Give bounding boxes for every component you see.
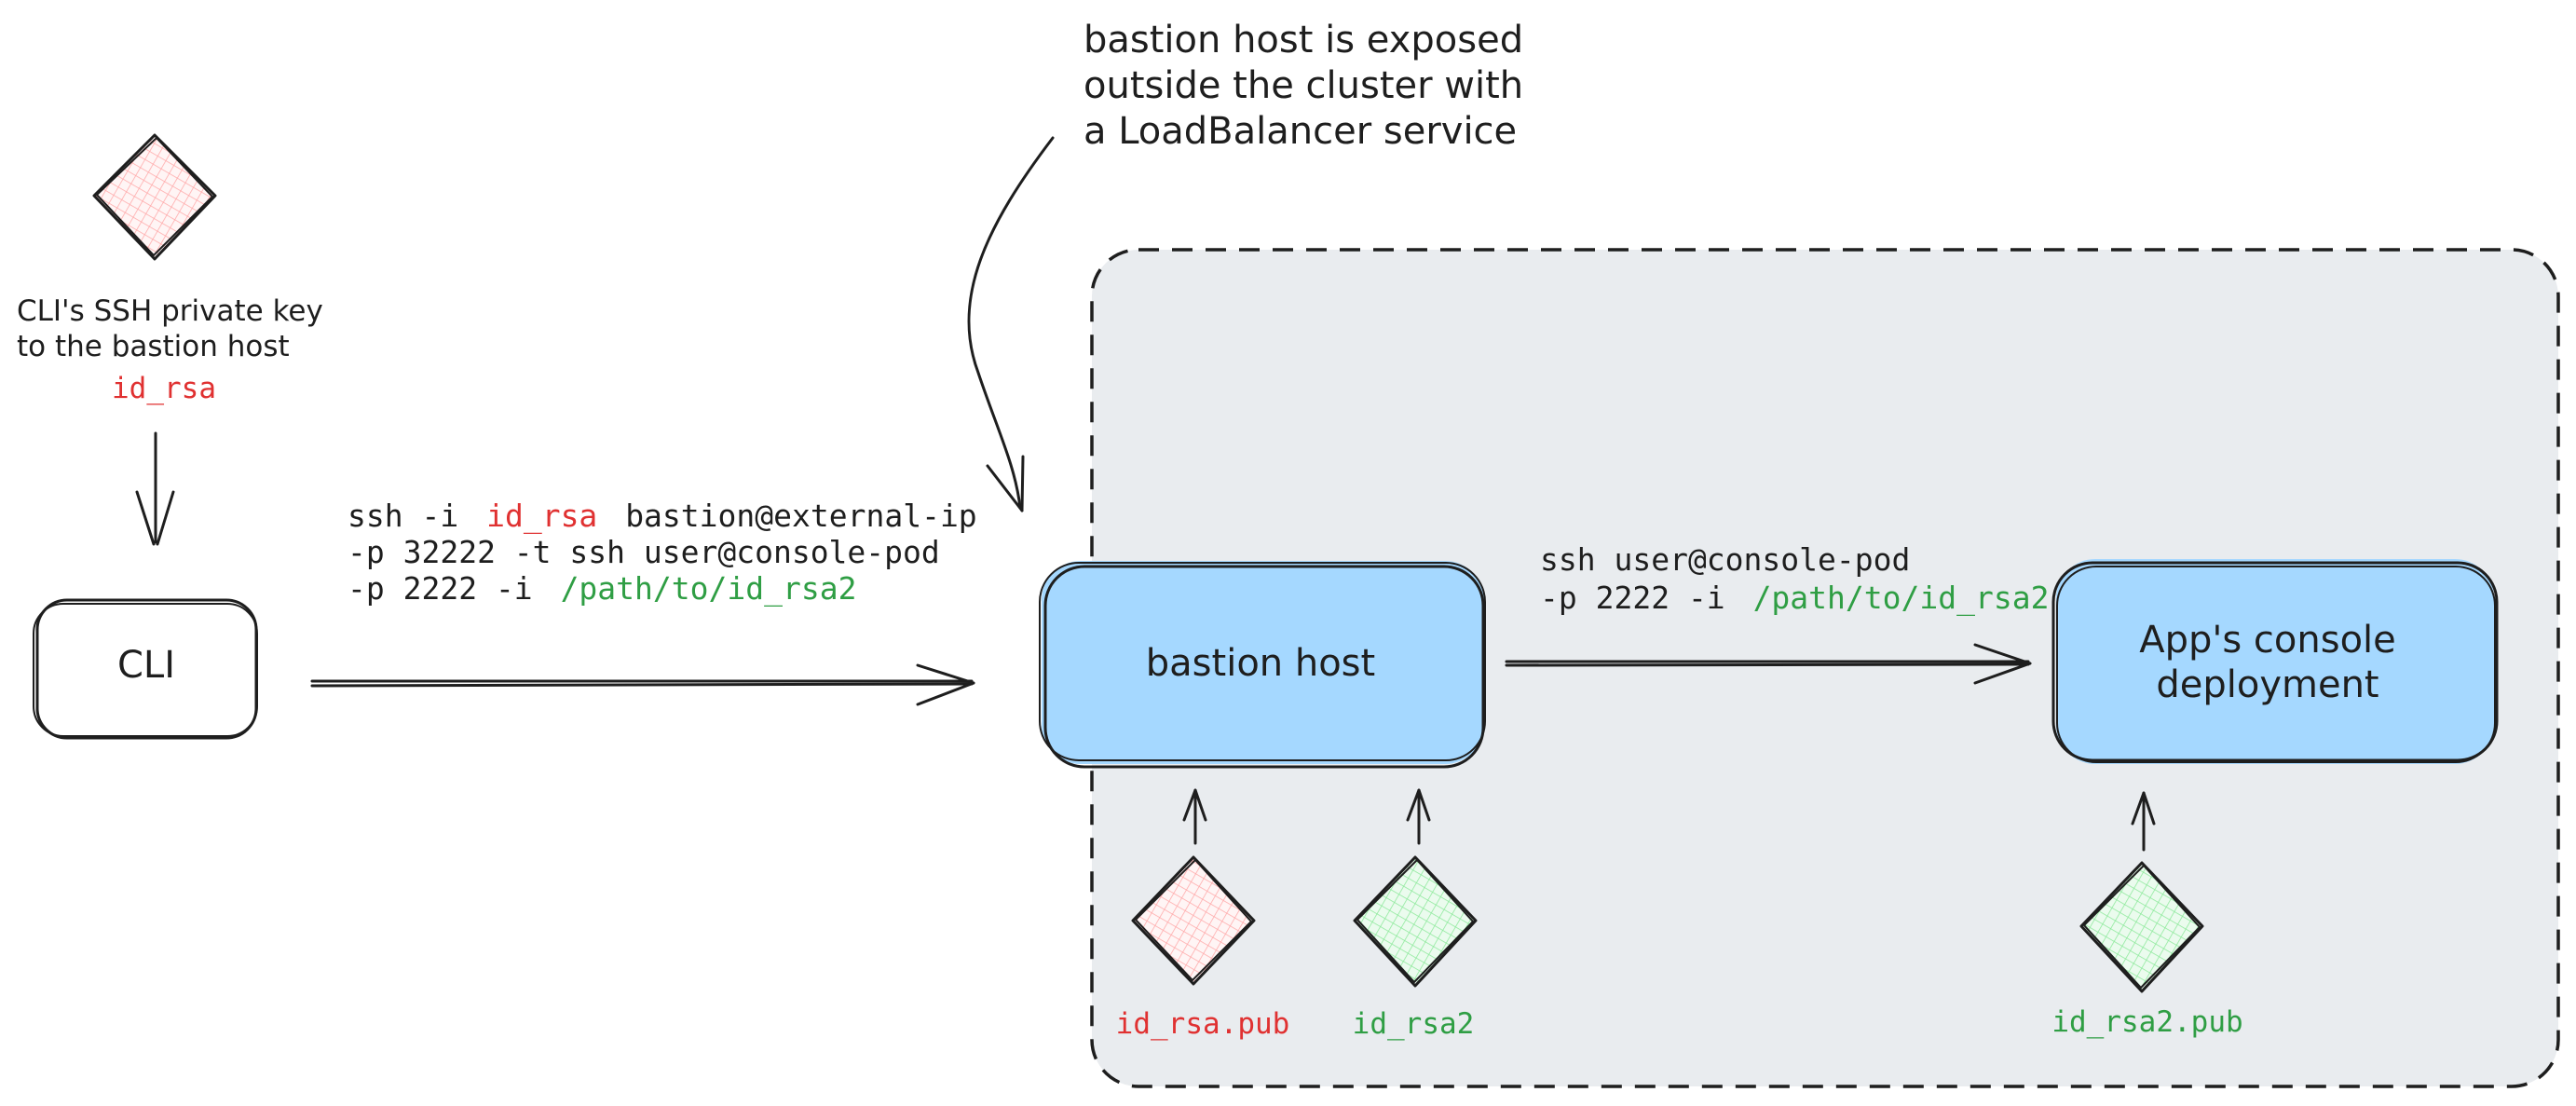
cmd2-line-2-prefix: -p 2222 -i <box>1540 580 1725 616</box>
ssh-command-1: ssh -i id_rsa bastion@external-ip -p 322… <box>348 498 977 608</box>
down-arrow-icon <box>135 431 175 546</box>
cluster-boundary <box>1090 248 2560 1088</box>
cli-node: CLI <box>33 598 258 740</box>
annotation-line-3: a LoadBalancer service <box>1084 110 1517 153</box>
cmd1-line-2: -p 32222 -t ssh user@console-pod <box>348 534 940 570</box>
cmd2-line-1: ssh user@console-pod <box>1540 541 1910 578</box>
cmd2-path: /path/to/id_rsa2 <box>1753 580 2050 617</box>
up-arrow-icon <box>1182 788 2156 852</box>
console-label-line-2: deployment <box>2156 663 2378 706</box>
ssh-command-2: ssh user@console-pod -p 2222 -i /path/to… <box>1540 541 2049 617</box>
cli-key-name: id_rsa <box>112 372 216 405</box>
bastion-public-key-label: id_rsa.pub <box>1116 1007 1290 1041</box>
cli-private-key-icon <box>92 133 217 261</box>
cmd1-path: /path/to/id_rsa2 <box>561 570 857 608</box>
cli-key-line-1: CLI's SSH private key <box>17 294 323 328</box>
console-public-key2-label: id_rsa2.pub <box>2051 1005 2242 1039</box>
console-public-key2-icon <box>2079 861 2204 993</box>
annotation-arrow-icon <box>967 136 1055 512</box>
cmd1-key: id_rsa <box>486 498 597 535</box>
cmd1-line-3-prefix: -p 2222 -i <box>348 570 533 607</box>
annotation-line-2: outside the cluster with <box>1084 64 1523 107</box>
svg-text:-p 2222 -i /path/to/id_r: -p 2222 -i /path/to/id_rsa2 <box>348 570 856 608</box>
bastion-public-key-icon <box>1131 855 1256 986</box>
annotation-note: bastion host is exposed outside the clus… <box>1084 19 1523 153</box>
svg-text:-p 2222 -i /path/to/id_r: -p 2222 -i /path/to/id_rsa2 <box>1540 580 2049 617</box>
cmd1-target: bastion@external-ip <box>625 498 977 534</box>
cli-label: CLI <box>117 644 175 687</box>
bastion-host-node: bastion host <box>1039 561 1486 769</box>
bastion-private-key2-label: id_rsa2 <box>1353 1007 1475 1041</box>
bastion-label: bastion host <box>1146 642 1375 685</box>
cli-key-caption: CLI's SSH private key to the bastion hos… <box>17 294 323 405</box>
cli-key-line-2: to the bastion host <box>17 330 290 363</box>
cmd1-prefix: ssh -i <box>348 498 458 534</box>
console-deployment-node: App's console deployment <box>2051 559 2499 764</box>
bastion-to-console-arrow-icon <box>1505 643 2032 685</box>
cli-to-bastion-arrow-icon <box>310 663 975 706</box>
svg-text:ssh -i id_rsa bast: ssh -i id_rsa bastion@external-ip <box>348 498 977 535</box>
console-label-line-1: App's console <box>2139 619 2396 662</box>
annotation-line-1: bastion host is exposed <box>1084 19 1523 61</box>
bastion-private-key2-icon <box>1353 855 1478 988</box>
